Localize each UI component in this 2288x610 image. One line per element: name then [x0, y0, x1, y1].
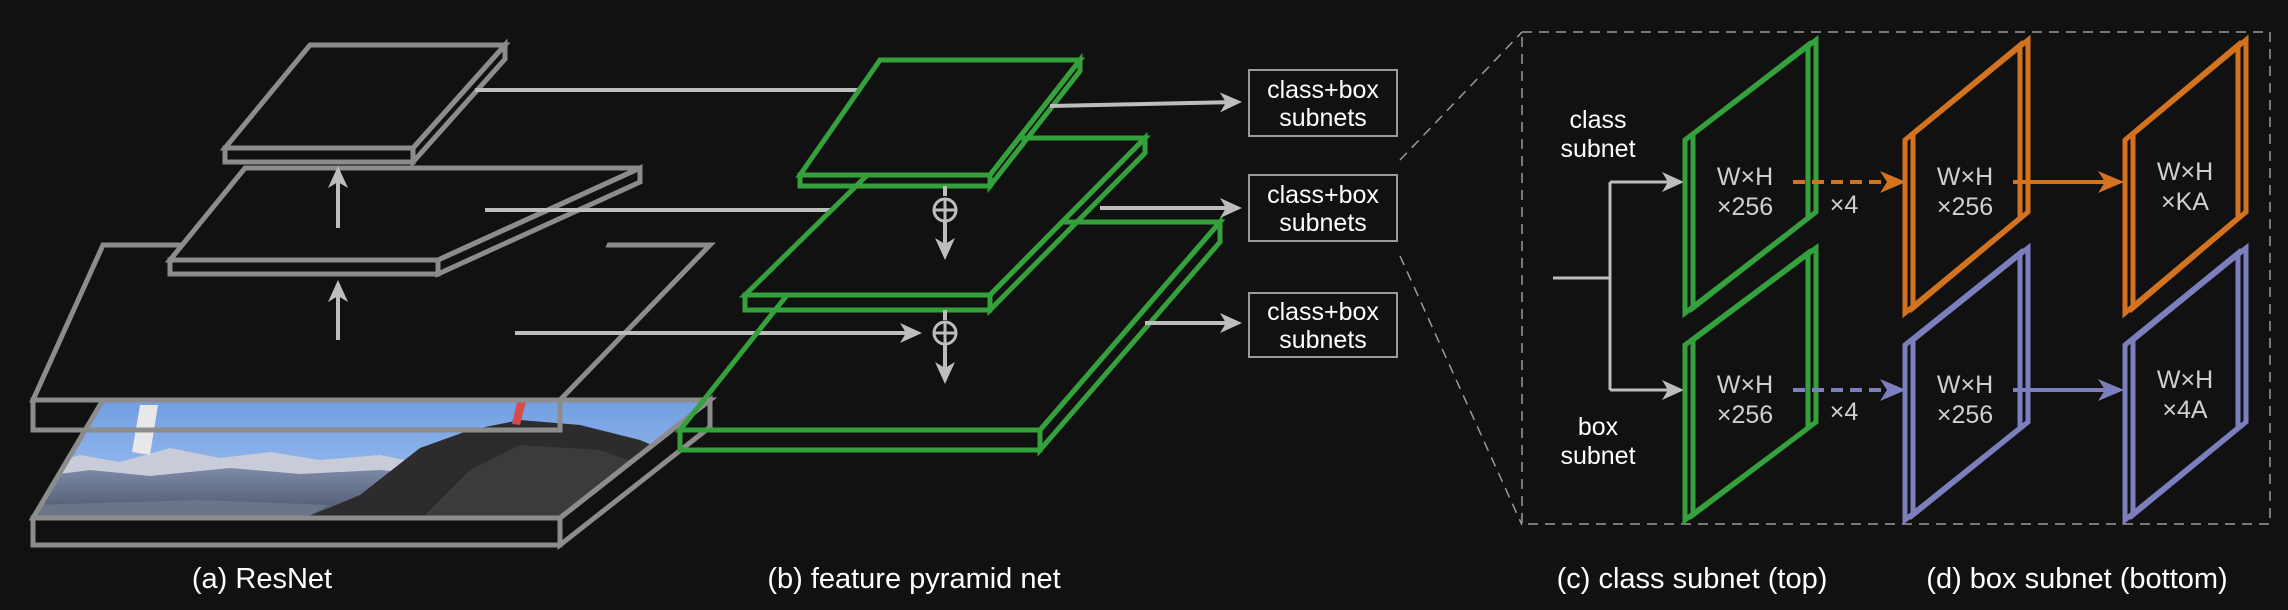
subnet-box-2-line1: class+box	[1267, 181, 1379, 209]
box-mid-dim-2: ×256	[1937, 401, 1993, 429]
resnet-level-mid	[164, 164, 643, 278]
subnet-box-1: class+box subnets	[1248, 69, 1398, 137]
subnet-box-1-line2: subnets	[1279, 104, 1367, 132]
box-subnet-label-2: subnet	[1560, 442, 1635, 470]
box-mid-feature-map: W×H ×256	[1902, 242, 2031, 526]
class-output-dim-1: W×H	[2157, 158, 2213, 186]
resnet-level-top	[219, 38, 511, 169]
box-output-feature-map: W×H ×4A	[2122, 242, 2249, 526]
box-subnet-label-1: box	[1578, 413, 1619, 441]
box-mid-dim-1: W×H	[1937, 371, 1993, 399]
class-input-dim-2: ×256	[1717, 193, 1773, 221]
box-output-dim-2: ×4A	[2162, 396, 2208, 424]
subnet-box-3-line1: class+box	[1267, 298, 1379, 326]
sum-node-upper	[932, 197, 958, 223]
class-repeat-label: ×4	[1830, 191, 1859, 219]
zoom-line-top	[1399, 31, 1523, 161]
class-mid-feature-map: W×H ×256	[1902, 34, 2031, 319]
fpn-level-bottom	[674, 215, 1226, 457]
caption-class-subnet: (c) class subnet (top)	[1557, 563, 1828, 595]
caption-resnet: (a) ResNet	[192, 563, 332, 595]
subnet-box-2: class+box subnets	[1248, 174, 1398, 242]
resnet-backbone	[28, 38, 718, 551]
subnet-box-1-line1: class+box	[1267, 76, 1379, 104]
sum-node-lower	[932, 320, 958, 346]
box-output-dim-1: W×H	[2157, 366, 2213, 394]
fpn-level-top	[795, 52, 1086, 194]
caption-fpn: (b) feature pyramid net	[767, 563, 1060, 595]
class-input-feature-map: W×H ×256	[1682, 34, 1819, 319]
class-mid-dim-2: ×256	[1937, 193, 1993, 221]
box-input-dim-2: ×256	[1717, 401, 1773, 429]
class-output-feature-map: W×H ×KA	[2122, 34, 2249, 319]
class-subnet-label-1: class	[1570, 106, 1627, 134]
subnet-detail-frame	[1521, 31, 2271, 525]
subnet-box-3-line2: subnets	[1279, 326, 1367, 354]
subnet-box-3: class+box subnets	[1248, 292, 1398, 358]
fpn-to-subnet-arrows	[1049, 92, 1242, 333]
resnet-level-bottom	[28, 245, 718, 551]
class-input-dim-1: W×H	[1717, 163, 1773, 191]
branch-lines	[1553, 182, 1612, 390]
box-input-feature-map: W×H ×256	[1682, 243, 1819, 525]
zoom-line-bottom	[1399, 255, 1523, 526]
feature-pyramid	[674, 52, 1226, 457]
output-arrow-top	[1049, 92, 1242, 113]
class-output-dim-2: ×KA	[2161, 188, 2209, 216]
box-repeat-label: ×4	[1830, 398, 1859, 426]
subnet-detail: class subnet box subnet W×H ×256 W×H ×25…	[1553, 34, 2249, 526]
class-mid-dim-1: W×H	[1937, 163, 1993, 191]
box-input-dim-1: W×H	[1717, 371, 1773, 399]
caption-box-subnet: (d) box subnet (bottom)	[1926, 563, 2227, 595]
class-subnet-label-2: subnet	[1560, 135, 1635, 163]
subnet-box-2-line2: subnets	[1279, 209, 1367, 237]
